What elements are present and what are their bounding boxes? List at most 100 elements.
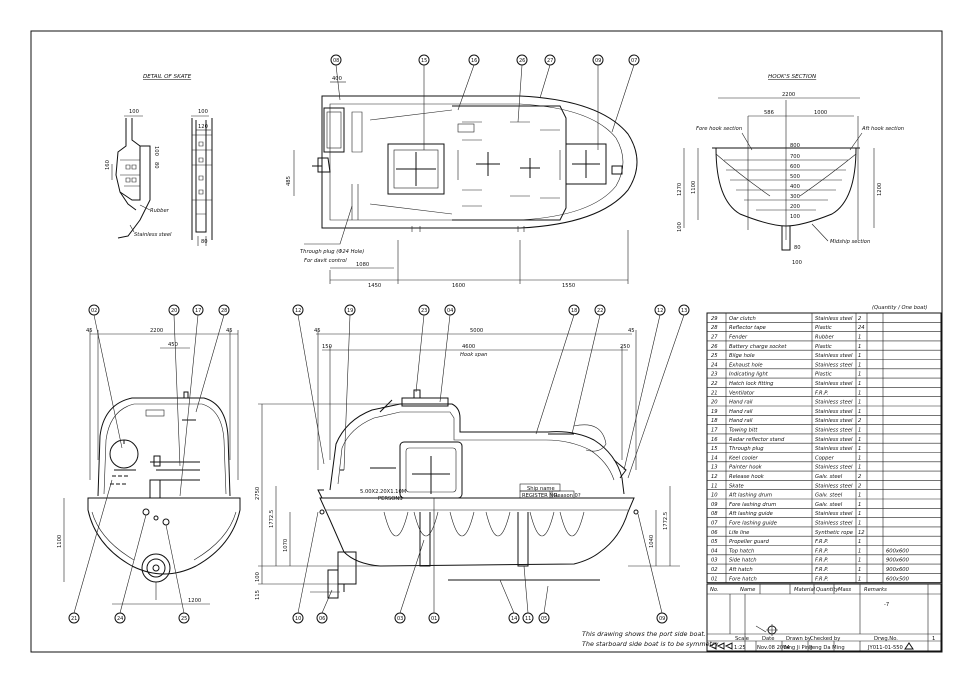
bom-cell: 1: [858, 558, 861, 564]
bom-cell: Stainless steel: [815, 409, 853, 415]
bom-cell: Galv. steel: [815, 493, 843, 499]
bom-cell: 900x600: [886, 558, 910, 564]
bom-cell: Skate: [729, 483, 744, 489]
bom-header-mass: Mass: [838, 587, 851, 593]
bom-cell: Aft hatch: [728, 567, 753, 573]
bom-cell: 14: [711, 455, 718, 461]
front-dim-45b: 45: [226, 328, 233, 334]
bom-cell: Synthetic rope: [815, 530, 853, 536]
bom-cell: 02: [711, 567, 718, 573]
bom-cell: F.R.P.: [815, 548, 828, 554]
balloon-22: 22: [597, 308, 603, 314]
bom-cell: Stainless steel: [815, 446, 853, 452]
balloon-05: 05: [541, 616, 547, 622]
plan-dim-1080: 1080: [356, 262, 369, 268]
bom-cell: Oar clutch: [729, 316, 756, 322]
front-hull: [87, 497, 241, 575]
bom-cell: 2: [858, 418, 861, 424]
bom-cell: 1: [858, 428, 861, 434]
front-dim-1100: 1100: [57, 535, 63, 548]
bom-cell: Stainless steel: [815, 381, 853, 387]
bom-cell: 1: [858, 511, 861, 517]
front-canopy: [97, 397, 231, 497]
balloon-12b: 12: [657, 308, 663, 314]
front-dim-1200: 1200: [188, 598, 201, 604]
plan-dim-1450: 1450: [368, 283, 381, 289]
bom-cell: 600x500: [886, 576, 910, 582]
bom-cell: 1: [858, 372, 861, 378]
bom-cell: Stainless steel: [815, 400, 853, 406]
balloon-09: 09: [595, 58, 601, 64]
bom-cell: Hand rail: [729, 400, 753, 406]
bom-cell: Battery charge socket: [729, 344, 787, 350]
bom-cell: 24: [711, 362, 718, 368]
bom-cell: Life line: [729, 530, 749, 536]
bom-cell: 21: [711, 390, 718, 396]
bom-cell: 10: [711, 493, 718, 499]
bom-cell: 11: [711, 483, 718, 489]
hook-line-500: 500: [790, 174, 800, 180]
side-dim-100: 100: [255, 572, 261, 582]
plan-view: 400 485 1080 1450 1600 1550 Through plug…: [286, 54, 640, 289]
bom-cell: 600x600: [886, 548, 910, 554]
bom-cell: 25: [711, 353, 718, 359]
skate-dim-6: 160: [105, 160, 111, 170]
bom-cell: 1: [858, 400, 861, 406]
bom-cell: Exhaust hole: [729, 362, 763, 368]
bom-cell: Radar reflector stand: [729, 437, 785, 443]
bom-cell: 1: [858, 455, 861, 461]
side-reason: Reason 0?: [554, 493, 581, 499]
front-dim-2200: 2200: [150, 328, 163, 334]
front-dim-450: 450: [168, 342, 178, 348]
bom-cell: 15: [711, 446, 718, 452]
balloon-11: 11: [525, 616, 531, 622]
bom-cell: 1: [858, 409, 861, 415]
hooks-label-fore: Fore hook section: [696, 126, 742, 132]
side-dim-1772-5: 1772.5: [269, 510, 275, 528]
balloon-23: 23: [421, 308, 427, 314]
bom-cell: Stainless steel: [815, 362, 853, 368]
bom-cell: F.R.P.: [815, 390, 828, 396]
bom-cell: Plastic: [815, 325, 832, 331]
bom-cell: Aft lashing drum: [728, 493, 772, 499]
bom-cell: 07: [711, 521, 718, 527]
side-dim-4600: 4600: [462, 344, 475, 350]
bom-cell: Stainless steel: [815, 483, 853, 489]
bom-cell: 1: [858, 362, 861, 368]
front-dim-45a: 45: [86, 328, 93, 334]
bom-cell: Stainless steel: [815, 316, 853, 322]
hook-line-400: 400: [790, 184, 800, 190]
bom-cell: Fore lashing drum: [729, 502, 776, 508]
bom-cell: 08: [711, 511, 718, 517]
bom-header-quantity: Quantity: [816, 587, 839, 593]
bom-cell: 1: [858, 567, 861, 573]
bom-cell: 1: [858, 493, 861, 499]
side-dim-5000: 5000: [470, 328, 483, 334]
balloon-06: 06: [319, 616, 325, 622]
side-register-no: REGISTER NO.: [522, 493, 559, 499]
bom-cell: Propeller guard: [729, 539, 770, 545]
bom-cell: 24: [858, 325, 865, 331]
sheet-border: [30, 30, 943, 653]
balloon-03: 03: [397, 616, 403, 622]
side-dim-45a: 45: [314, 328, 321, 334]
plan-dim-400: 400: [332, 76, 342, 82]
title-rev: -7: [884, 602, 889, 608]
hook-line-200: 200: [790, 204, 800, 210]
skate-label-rubber: Rubber: [150, 208, 170, 214]
side-hook-span: Hook span: [460, 352, 487, 358]
balloon-15: 15: [421, 58, 427, 64]
title-sheet: 1: [932, 636, 935, 642]
bom-cell: Side hatch: [729, 558, 757, 564]
note-line-1: This drawing shows the port side boat.: [582, 630, 706, 638]
hooks-dim-1270: 1270: [677, 183, 683, 196]
hooks-label-midship: Midship section: [830, 239, 870, 245]
bom-cell: Rubber: [815, 335, 835, 341]
bom-cell: 20: [711, 400, 718, 406]
bom-cell: Stainless steel: [815, 437, 853, 443]
plan-dim-1600: 1600: [452, 283, 465, 289]
bom-cell: 1: [858, 502, 861, 508]
bom-cell: Stainless steel: [815, 353, 853, 359]
balloon-18: 18: [571, 308, 577, 314]
